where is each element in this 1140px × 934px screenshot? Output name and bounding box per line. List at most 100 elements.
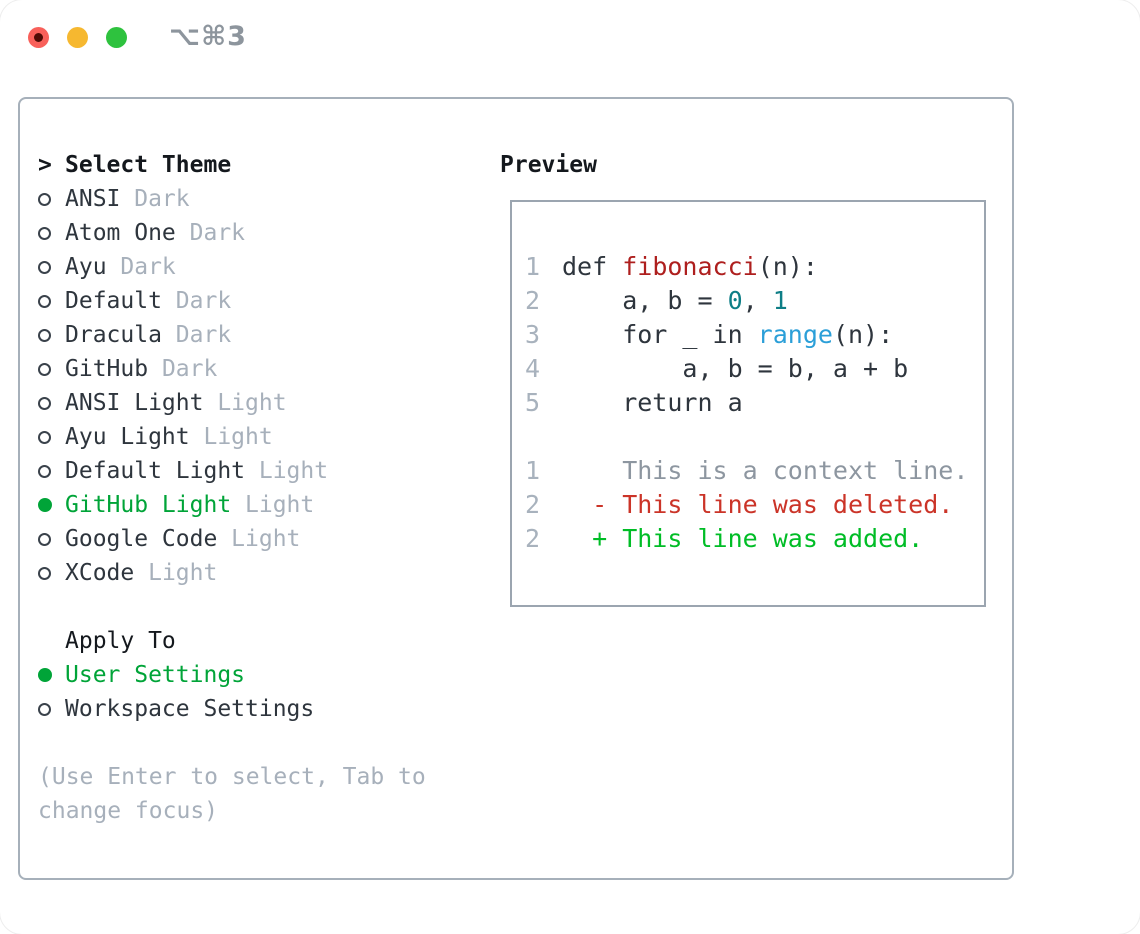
theme-option-label: Ayu (65, 254, 107, 280)
code-segment-added: + This line was added. (562, 524, 924, 553)
theme-option-github-light[interactable]: GitHub Light Light (38, 488, 468, 522)
theme-option-label: Ayu Light (65, 424, 190, 450)
code-line: 5 return a (525, 386, 984, 420)
theme-option-label: Default Light (65, 458, 246, 484)
theme-option-ayu-light[interactable]: Ayu Light Light (38, 420, 468, 454)
apply-option-label: Workspace Settings (65, 696, 315, 722)
radio-icon (38, 328, 51, 342)
radio-icon (38, 260, 51, 274)
theme-option-default[interactable]: Default Dark (38, 284, 468, 318)
apply-to-header: Apply To (38, 624, 468, 658)
preview-title: Preview (500, 152, 597, 178)
theme-option-label: ANSI Light (65, 390, 204, 416)
theme-option-label: GitHub Light (65, 492, 232, 518)
code-segment-builtin: range (757, 320, 833, 349)
code-segment-text: (n): (832, 320, 894, 349)
theme-option-dracula[interactable]: Dracula Dark (38, 318, 468, 352)
radio-selected-icon (38, 498, 52, 512)
code-line: 2 - This line was deleted. (525, 488, 984, 522)
spacer (38, 590, 468, 624)
select-theme-header: > Select Theme (38, 148, 468, 182)
close-button[interactable] (28, 27, 49, 48)
radio-icon (38, 430, 51, 444)
code-segment-number: 1 (772, 286, 788, 315)
code-line: 4 a, b = b, a + b (525, 352, 984, 386)
radio-icon (38, 226, 51, 240)
code-segment-text: a, b = (562, 286, 728, 315)
code-line: 2 + This line was added. (525, 522, 984, 556)
code-line: 2 a, b = 0, 1 (525, 284, 984, 318)
code-line (525, 420, 984, 454)
theme-option-ansi-light[interactable]: ANSI Light Light (38, 386, 468, 420)
code-line: 3 for _ in range(n): (525, 318, 984, 352)
code-segment-context: This is a context line. (562, 456, 969, 485)
line-number: 2 (525, 286, 541, 315)
theme-variant-label: Dark (161, 356, 218, 382)
theme-variant-label: Light (217, 390, 287, 416)
code-line: 1 This is a context line. (525, 454, 984, 488)
theme-variant-label: Light (203, 424, 273, 450)
hint-text: (Use Enter to select, Tab to change focu… (38, 764, 426, 824)
theme-option-xcode[interactable]: XCode Light (38, 556, 468, 590)
titlebar: ⌥⌘3 (0, 0, 1140, 97)
theme-variant-label: Light (258, 458, 329, 484)
theme-option-label: Default (65, 288, 162, 314)
code-segment-deleted: - This line was deleted. (562, 490, 954, 519)
theme-variant-label: Dark (175, 288, 232, 314)
line-number: 2 (525, 524, 541, 553)
radio-icon (38, 566, 51, 580)
theme-picker-panel (18, 97, 1014, 880)
code-segment-function: fibonacci (622, 252, 758, 281)
apply-option-label: User Settings (65, 662, 246, 688)
theme-option-label: Dracula (65, 322, 162, 348)
code-segment-text: def (562, 252, 623, 281)
radio-icon (38, 362, 51, 376)
theme-variant-label: Dark (175, 322, 232, 348)
radio-icon (38, 532, 51, 546)
theme-option-label: Atom One (65, 220, 176, 246)
line-number: 3 (525, 320, 541, 349)
line-number: 4 (525, 354, 541, 383)
radio-icon (38, 294, 51, 308)
code-line: 1 def fibonacci(n): (525, 250, 984, 284)
theme-option-default-light[interactable]: Default Light Light (38, 454, 468, 488)
theme-option-label: XCode (65, 560, 135, 586)
code-segment-text: a, b = b, a + b (562, 354, 909, 383)
line-number: 2 (525, 490, 541, 519)
radio-icon (38, 396, 51, 410)
radio-icon (38, 464, 51, 478)
radio-selected-icon (38, 668, 52, 682)
minimize-button[interactable] (67, 27, 88, 48)
theme-option-label: Google Code (65, 526, 218, 552)
zoom-button[interactable] (106, 27, 127, 48)
spacer (38, 726, 468, 760)
apply-option-workspace-settings[interactable]: Workspace Settings (38, 692, 468, 726)
code-segment-text: return a (562, 388, 743, 417)
line-number: 1 (525, 252, 541, 281)
theme-option-google-code[interactable]: Google Code Light (38, 522, 468, 556)
apply-option-user-settings[interactable]: User Settings (38, 658, 468, 692)
window-shortcut-label: ⌥⌘3 (169, 21, 247, 52)
apply-to-title: Apply To (65, 628, 176, 654)
code-segment-text: , (742, 286, 773, 315)
theme-variant-label: Light (245, 492, 315, 518)
code-segment-text: (n): (757, 252, 818, 281)
theme-option-atom-one[interactable]: Atom One Dark (38, 216, 468, 250)
theme-variant-label: Dark (134, 186, 190, 212)
radio-icon (38, 702, 51, 716)
theme-variant-label: Light (148, 560, 218, 586)
theme-variant-label: Light (231, 526, 301, 552)
theme-variant-label: Dark (189, 220, 246, 246)
radio-icon (38, 192, 51, 206)
line-number: 5 (525, 388, 541, 417)
line-number: 1 (525, 456, 541, 485)
